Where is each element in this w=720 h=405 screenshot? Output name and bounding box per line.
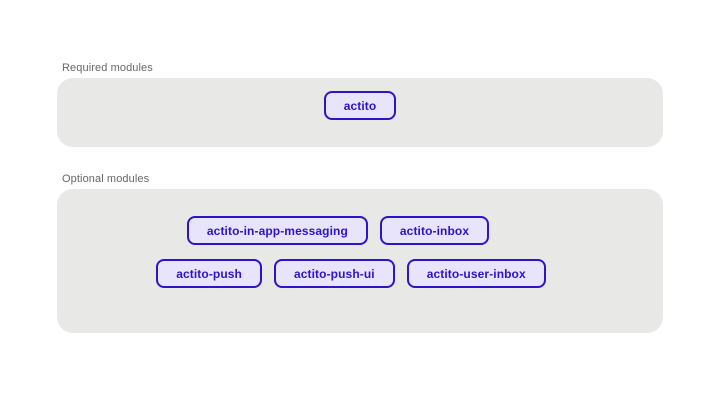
module-chip-actito-user-inbox: actito-user-inbox xyxy=(406,259,546,288)
module-chip-actito: actito xyxy=(323,91,397,120)
module-row: actito-push actito-push-ui actito-user-inb… xyxy=(48,259,654,288)
optional-modules-panel: actito-in-app-messaging actito-inbox actit… xyxy=(57,189,663,333)
module-row: actito xyxy=(57,91,663,120)
modules-diagram: Required modules actito Optional modules… xyxy=(57,62,663,333)
module-row: actito-in-app-messaging actito-inbox xyxy=(35,216,641,245)
module-chip-actito-push-ui: actito-push-ui xyxy=(273,259,395,288)
module-chip-actito-in-app-messaging: actito-in-app-messaging xyxy=(186,216,368,245)
module-chip-actito-push: actito-push xyxy=(156,259,262,288)
module-chip-actito-inbox: actito-inbox xyxy=(379,216,490,245)
optional-modules-label: Optional modules xyxy=(62,173,150,185)
required-modules-panel: actito xyxy=(57,78,663,147)
required-modules-label: Required modules xyxy=(62,62,153,74)
